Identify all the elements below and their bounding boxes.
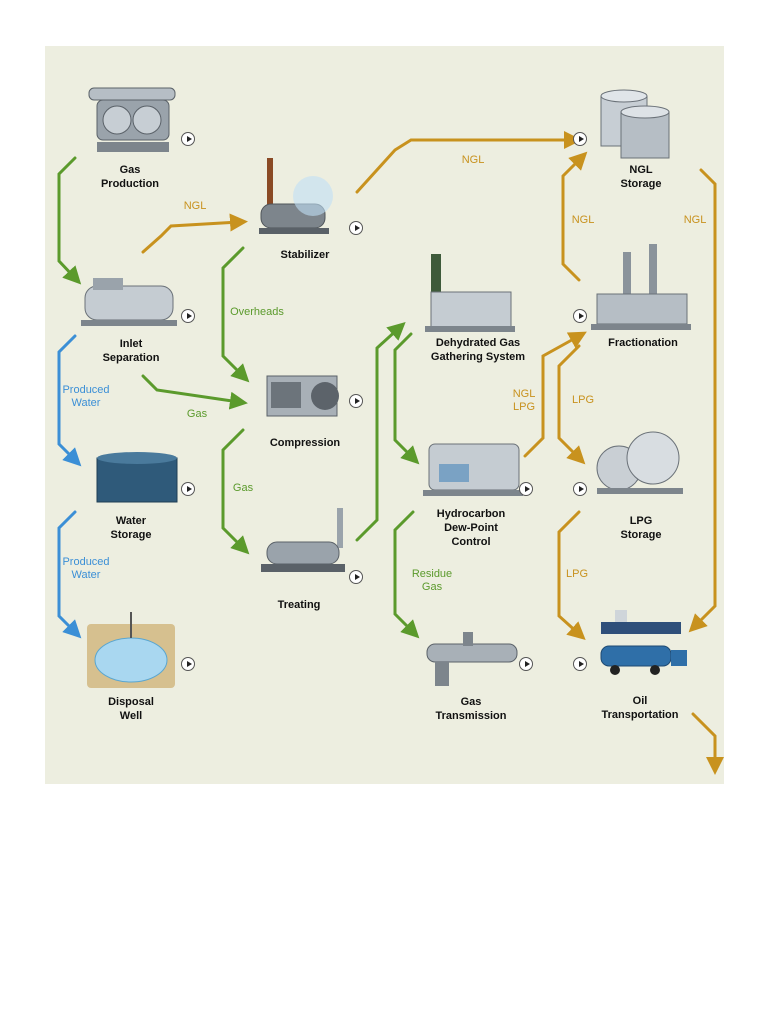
play-button-fractionation[interactable] [573,309,587,323]
flow-label-overheads: Overheads [230,306,284,318]
arrow-dehydrated-hydrocarbon [393,332,420,465]
treating-illustration [261,508,345,572]
label-disposal-well: Disposal Well [108,696,154,722]
label-compression: Compression [269,437,341,449]
play-button-hydrocarbon[interactable] [519,482,533,496]
label-gas-transmission: Gas Transmission [435,696,507,722]
label-gas-production: Gas Production [100,164,160,190]
play-button-disposal-well[interactable] [181,657,195,671]
flow-label-ngl-lpg: NGL LPG [512,388,536,413]
arrow-frac-ngl-storage [561,151,588,282]
label-ngl-storage: NGL Storage [620,164,662,190]
play-button-gas-transmission[interactable] [519,657,533,671]
play-button-compression[interactable] [349,394,363,408]
arrow-inlet-compression-gas [141,374,248,410]
play-button-treating[interactable] [349,570,363,584]
arrow-frac-lpg [557,344,586,465]
arrow-gasprod-inlet [57,156,82,285]
lpg-storage-illustration [596,431,683,494]
gas-production-illustration [88,87,176,152]
label-dehydrated-gas: Dehydrated Gas Gathering System [430,337,526,363]
gas-transmission-illustration [426,632,518,686]
arrow-water-disposal [57,510,82,639]
arrow-lpg-oil [557,510,586,641]
arrow-inlet-stabilizer-ngl [141,213,248,254]
play-button-stabilizer[interactable] [349,221,363,235]
flow-label-ngl-left: NGL [571,214,595,226]
flow-label-lpg-2: LPG [565,568,588,580]
flow-label-produced-water-2: Produced Water [62,556,110,581]
arrow-inlet-water [57,334,82,467]
inlet-separation-illustration [81,278,177,326]
flow-arrows [57,87,724,775]
stabilizer-illustration [259,158,333,234]
fractionation-illustration [591,244,691,330]
play-button-water-storage[interactable] [181,482,195,496]
water-storage-illustration [96,452,178,503]
arrow-oil-out [691,712,724,775]
label-inlet-separation: Inlet Separation [102,338,160,364]
arrow-stabilizer-ngl-storage [355,131,582,194]
arrow-treating-dehydrated [355,321,406,542]
label-fractionation: Fractionation [608,337,678,349]
ngl-storage-illustration [600,89,670,159]
arrow-compression-treating-gas [221,428,250,555]
flow-label-gas-inlet: Gas [186,408,208,420]
dehydrated-gas-illustration [425,254,515,332]
arrow-hydrocarbon-transmission-residue [393,510,420,639]
compression-illustration [266,375,339,417]
label-water-storage: Water Storage [110,515,152,541]
disposal-well-illustration [87,612,175,688]
flow-label-ngl-top: NGL [461,154,485,166]
play-button-lpg-storage[interactable] [573,482,587,496]
flow-label-ngl-right: NGL [683,214,707,226]
play-button-oil-transportation[interactable] [573,657,587,671]
label-hydrocarbon-dew-point-control: Hydrocarbon Dew-Point Control [436,508,506,548]
hydrocarbon-illustration [423,443,523,496]
label-oil-transportation: Oil Transportation [601,695,679,721]
arrow-compression-stabilizer-overheads [221,246,250,383]
play-button-ngl-storage[interactable] [573,132,587,146]
label-stabilizer: Stabilizer [280,249,330,261]
flow-label-ngl-stabilizer: NGL [183,200,207,212]
flow-label-gas-compression: Gas [232,482,254,494]
flow-label-residue-gas: Residue Gas [411,568,453,593]
oil-transportation-illustration [600,610,687,675]
play-button-inlet-separation[interactable] [181,309,195,323]
diagram-panel: Gas Production Inlet Separation Water St… [45,46,724,784]
flow-label-produced-water-1: Produced Water [62,384,110,409]
arrow-hydrocarbon-frac-ngllpg [523,331,587,458]
label-treating: Treating [277,599,321,611]
flow-label-lpg-1: LPG [571,394,594,406]
arrow-ngl-storage-oil [688,168,717,633]
play-button-gas-production[interactable] [181,132,195,146]
label-lpg-storage: LPG Storage [620,515,662,541]
